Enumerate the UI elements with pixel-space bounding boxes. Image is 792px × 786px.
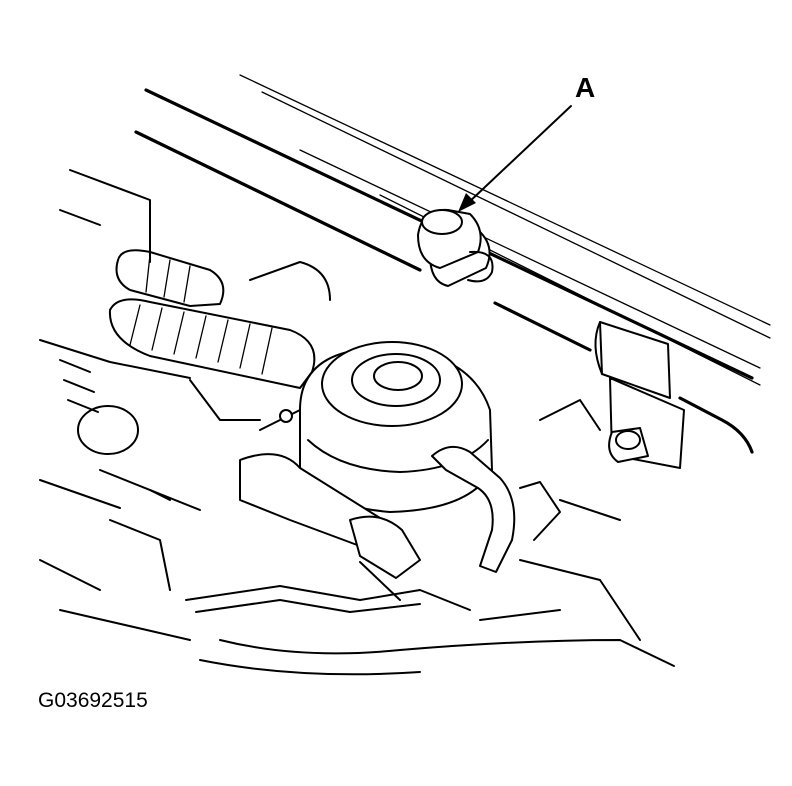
- figure-id-label: G03692515: [38, 689, 148, 712]
- callout-label-a: A: [575, 72, 596, 103]
- mounting-bracket: [594, 321, 685, 469]
- throttle-housing: [299, 341, 493, 513]
- corrugated-hose: [108, 249, 316, 389]
- cowl-lines: [239, 74, 771, 386]
- wiring-harness: [185, 409, 471, 613]
- callout-a-leader: [458, 105, 572, 212]
- pulsation-damper: [417, 208, 494, 287]
- engine-block-left: [39, 169, 261, 641]
- lower-manifold: [199, 261, 675, 676]
- vacuum-line: [431, 445, 561, 573]
